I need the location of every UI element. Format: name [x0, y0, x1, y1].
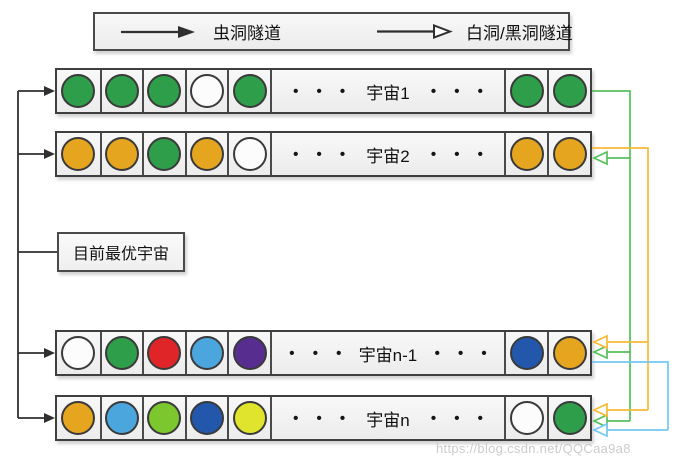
dimension-cell — [142, 397, 185, 439]
blue-tunnel-lines — [592, 361, 669, 431]
darkblue-object-circle — [509, 336, 544, 370]
white-object-circle — [61, 336, 96, 370]
dimension-cell — [227, 397, 270, 439]
legend-box: 虫洞隧道 白洞/黑洞隧道 — [93, 12, 573, 51]
dimension-cell — [547, 332, 590, 374]
green-object-circle — [104, 74, 139, 108]
dimension-cell — [142, 133, 185, 175]
universe-name: 宇宙1 — [366, 83, 410, 103]
green-hollow-arrowheads — [591, 150, 608, 429]
dimension-cell — [99, 397, 143, 439]
best-universe-label: 目前最优宇宙 — [72, 246, 169, 263]
dimension-cell — [57, 70, 100, 112]
green-object-circle — [552, 74, 587, 108]
universe-label-cell: • • • 宇宙n-1 • • • — [269, 332, 504, 374]
yellowgreen-object-circle — [147, 401, 182, 435]
orange-object-circle — [190, 137, 225, 171]
purple-object-circle — [232, 336, 267, 370]
green-object-circle — [147, 74, 182, 108]
ellipsis-dots: • • • — [293, 145, 353, 163]
watermark-text: https://blog.csdn.net/QQCaa9a8 — [436, 441, 631, 456]
dimension-cell — [184, 133, 228, 175]
universe-name: 宇宙2 — [366, 146, 410, 166]
universe-label-cell: • • • 宇宙2 • • • — [269, 133, 504, 175]
dimension-cell — [57, 133, 100, 175]
dimension-cell — [184, 397, 228, 439]
universe-label-cell: • • • 宇宙n • • • — [269, 397, 504, 439]
ellipsis-dots: • • • — [430, 409, 490, 427]
white-object-circle — [509, 401, 544, 435]
dimension-cell — [504, 397, 547, 439]
universe-label-cell: • • • 宇宙1 • • • — [269, 70, 504, 112]
universe-row-3: • • • 宇宙n-1 • • • — [55, 330, 592, 376]
dimension-cell — [547, 133, 590, 175]
universe-name: 宇宙n — [366, 410, 410, 430]
green-object-circle — [552, 401, 587, 435]
darkblue-object-circle — [190, 401, 225, 435]
dimension-cell — [547, 397, 590, 439]
ellipsis-dots: • • • — [430, 82, 490, 100]
ellipsis-dots: • • • — [289, 344, 349, 362]
ellipsis-dots: • • • — [293, 82, 353, 100]
orange-object-circle — [509, 137, 544, 171]
dimension-cell — [184, 332, 228, 374]
lightblue-object-circle — [190, 336, 225, 370]
dimension-cell — [57, 397, 100, 439]
green-tunnel-lines — [592, 90, 631, 422]
dimension-cell — [57, 332, 100, 374]
green-object-circle — [61, 74, 96, 108]
orange-object-circle — [552, 336, 587, 370]
hollow-arrow-icon — [377, 24, 453, 39]
dimension-cell — [184, 70, 228, 112]
universe-row-2: • • • 宇宙2 • • • — [55, 131, 592, 177]
dimension-cell — [142, 332, 185, 374]
dimension-cell — [142, 70, 185, 112]
dimension-cell — [504, 332, 547, 374]
orange-tunnel-lines — [592, 147, 649, 411]
green-object-circle — [232, 74, 267, 108]
white-object-circle — [232, 137, 267, 171]
orange-hollow-arrowheads — [591, 334, 608, 418]
blue-hollow-arrowheads — [591, 422, 608, 438]
wormhole-lines — [17, 90, 57, 419]
universe-name: 宇宙n-1 — [358, 345, 418, 365]
orange-object-circle — [61, 401, 96, 435]
dimension-cell — [227, 133, 270, 175]
solid-arrow-icon — [121, 25, 195, 38]
universe-row-4: • • • 宇宙n • • • — [55, 395, 592, 441]
dimension-cell — [504, 70, 547, 112]
dimension-cell — [99, 70, 143, 112]
orange-object-circle — [61, 137, 96, 171]
ellipsis-dots: • • • — [430, 145, 490, 163]
ellipsis-dots: • • • — [293, 409, 353, 427]
lightblue-object-circle — [104, 401, 139, 435]
dimension-cell — [99, 133, 143, 175]
red-object-circle — [147, 336, 182, 370]
green-object-circle — [509, 74, 544, 108]
dimension-cell — [99, 332, 143, 374]
orange-object-circle — [552, 137, 587, 171]
wormhole-tunnel-label: 虫洞隧道 — [213, 24, 281, 43]
white-object-circle — [190, 74, 225, 108]
white-black-hole-tunnel-label: 白洞/黑洞隧道 — [466, 24, 573, 43]
green-object-circle — [147, 137, 182, 171]
wormhole-arrowheads — [44, 86, 55, 423]
universe-row-1: • • • 宇宙1 • • • — [55, 68, 592, 114]
yellow-object-circle — [232, 401, 267, 435]
dimension-cell — [227, 332, 270, 374]
best-universe-box: 目前最优宇宙 — [57, 232, 185, 272]
ellipsis-dots: • • • — [434, 344, 494, 362]
dimension-cell — [547, 70, 590, 112]
orange-object-circle — [104, 137, 139, 171]
dimension-cell — [504, 133, 547, 175]
green-object-circle — [104, 336, 139, 370]
dimension-cell — [227, 70, 270, 112]
